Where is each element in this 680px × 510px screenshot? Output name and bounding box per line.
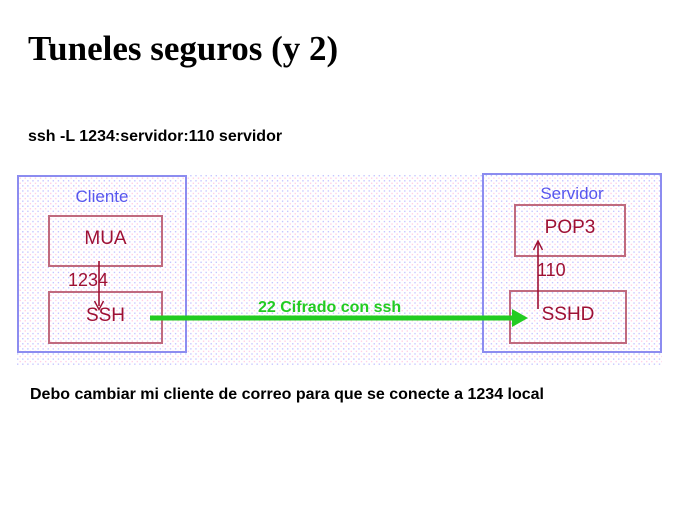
network-diagram: Cliente MUA SSH 1234 Servidor POP3 SSHD … — [0, 173, 680, 367]
service-box-mua — [48, 215, 163, 267]
host-label-client: Cliente — [75, 187, 129, 206]
footer-note: Debo cambiar mi cliente de correo para q… — [30, 386, 544, 403]
port-label-110: 110 — [537, 260, 566, 280]
host-container-client — [17, 175, 187, 353]
service-box-pop3 — [514, 204, 626, 257]
host-container-server — [482, 173, 662, 353]
host-label-server: Servidor — [540, 184, 604, 203]
service-label-mua: MUA — [84, 228, 127, 249]
port-label-1234: 1234 — [68, 270, 109, 290]
arrow-up-icon-server — [532, 239, 544, 309]
tunnel-arrow-icon — [150, 309, 528, 327]
service-label-pop3: POP3 — [544, 217, 596, 238]
service-label-ssh: SSH — [85, 305, 126, 326]
service-label-sshd: SSHD — [541, 304, 595, 325]
page-title: Tuneles seguros (y 2) — [28, 29, 339, 68]
tunnel-label: 22 Cifrado con ssh — [258, 299, 402, 316]
arrow-down-icon-client — [93, 261, 105, 311]
command-line-text: ssh -L 1234:servidor:110 servidor — [28, 128, 283, 145]
